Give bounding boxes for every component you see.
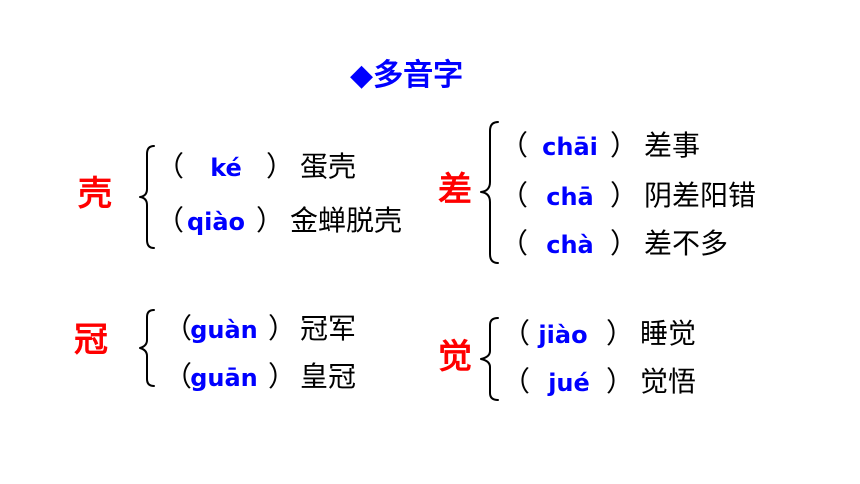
character-jue: 觉: [438, 337, 472, 377]
word-text: 冠军: [300, 312, 357, 345]
pinyin-text: jiào: [538, 321, 588, 349]
word-text: 睡觉: [640, 317, 697, 350]
pinyin-text: guàn: [190, 316, 258, 344]
reading-row: （ chà ）差不多: [500, 224, 728, 264]
word-text: 差事: [644, 129, 701, 162]
reading-row: （guān ）皇冠: [164, 357, 356, 397]
word-text: 皇冠: [300, 360, 357, 393]
pinyin-text: qiào: [186, 208, 246, 236]
close-paren: ）: [610, 129, 639, 162]
reading-row: （ jué ）觉悟: [502, 362, 696, 402]
word-text: 觉悟: [640, 365, 697, 398]
close-paren: ）: [606, 317, 635, 350]
open-paren: （: [500, 227, 529, 260]
character-ke: 壳: [78, 174, 112, 214]
character-guan: 冠: [74, 320, 108, 360]
close-paren: ）: [606, 365, 635, 398]
open-paren: （: [500, 179, 529, 212]
open-paren: （: [164, 312, 193, 345]
brace-icon: [139, 145, 155, 249]
pinyin-text: chāi: [542, 133, 598, 161]
reading-row: （ chā ）阴差阳错: [500, 176, 756, 216]
open-paren: （: [502, 317, 531, 350]
word-text: 差不多: [644, 227, 729, 260]
pinyin-text: jué: [548, 369, 590, 397]
open-paren: （: [156, 150, 185, 183]
brace-icon: [480, 317, 499, 401]
close-paren: ）: [610, 179, 639, 212]
word-text: 金蝉脱壳: [290, 204, 403, 237]
close-paren: ）: [268, 360, 297, 393]
open-paren: （: [156, 204, 185, 237]
reading-row: （jiào ）睡觉: [502, 314, 696, 354]
close-paren: ）: [256, 204, 285, 237]
character-cha: 差: [438, 170, 472, 210]
open-paren: （: [164, 360, 193, 393]
close-paren: ）: [266, 150, 295, 183]
pinyin-text: ké: [210, 154, 242, 182]
close-paren: ）: [610, 227, 639, 260]
page-title: ◆多音字: [350, 58, 464, 93]
pinyin-text: guān: [190, 364, 258, 392]
open-paren: （: [502, 365, 531, 398]
pinyin-text: chà: [546, 231, 594, 259]
brace-icon: [139, 309, 155, 387]
close-paren: ）: [268, 312, 297, 345]
word-text: 阴差阳错: [644, 179, 757, 212]
reading-row: （qiào ）金蝉脱壳: [156, 201, 402, 241]
reading-row: （guàn ）冠军: [164, 309, 356, 349]
reading-row: （ chāi ）差事: [500, 126, 700, 166]
reading-row: （ ké ）蛋壳: [156, 147, 356, 187]
pinyin-text: chā: [546, 183, 594, 211]
brace-icon: [480, 121, 499, 264]
word-text: 蛋壳: [300, 150, 357, 183]
open-paren: （: [500, 129, 529, 162]
